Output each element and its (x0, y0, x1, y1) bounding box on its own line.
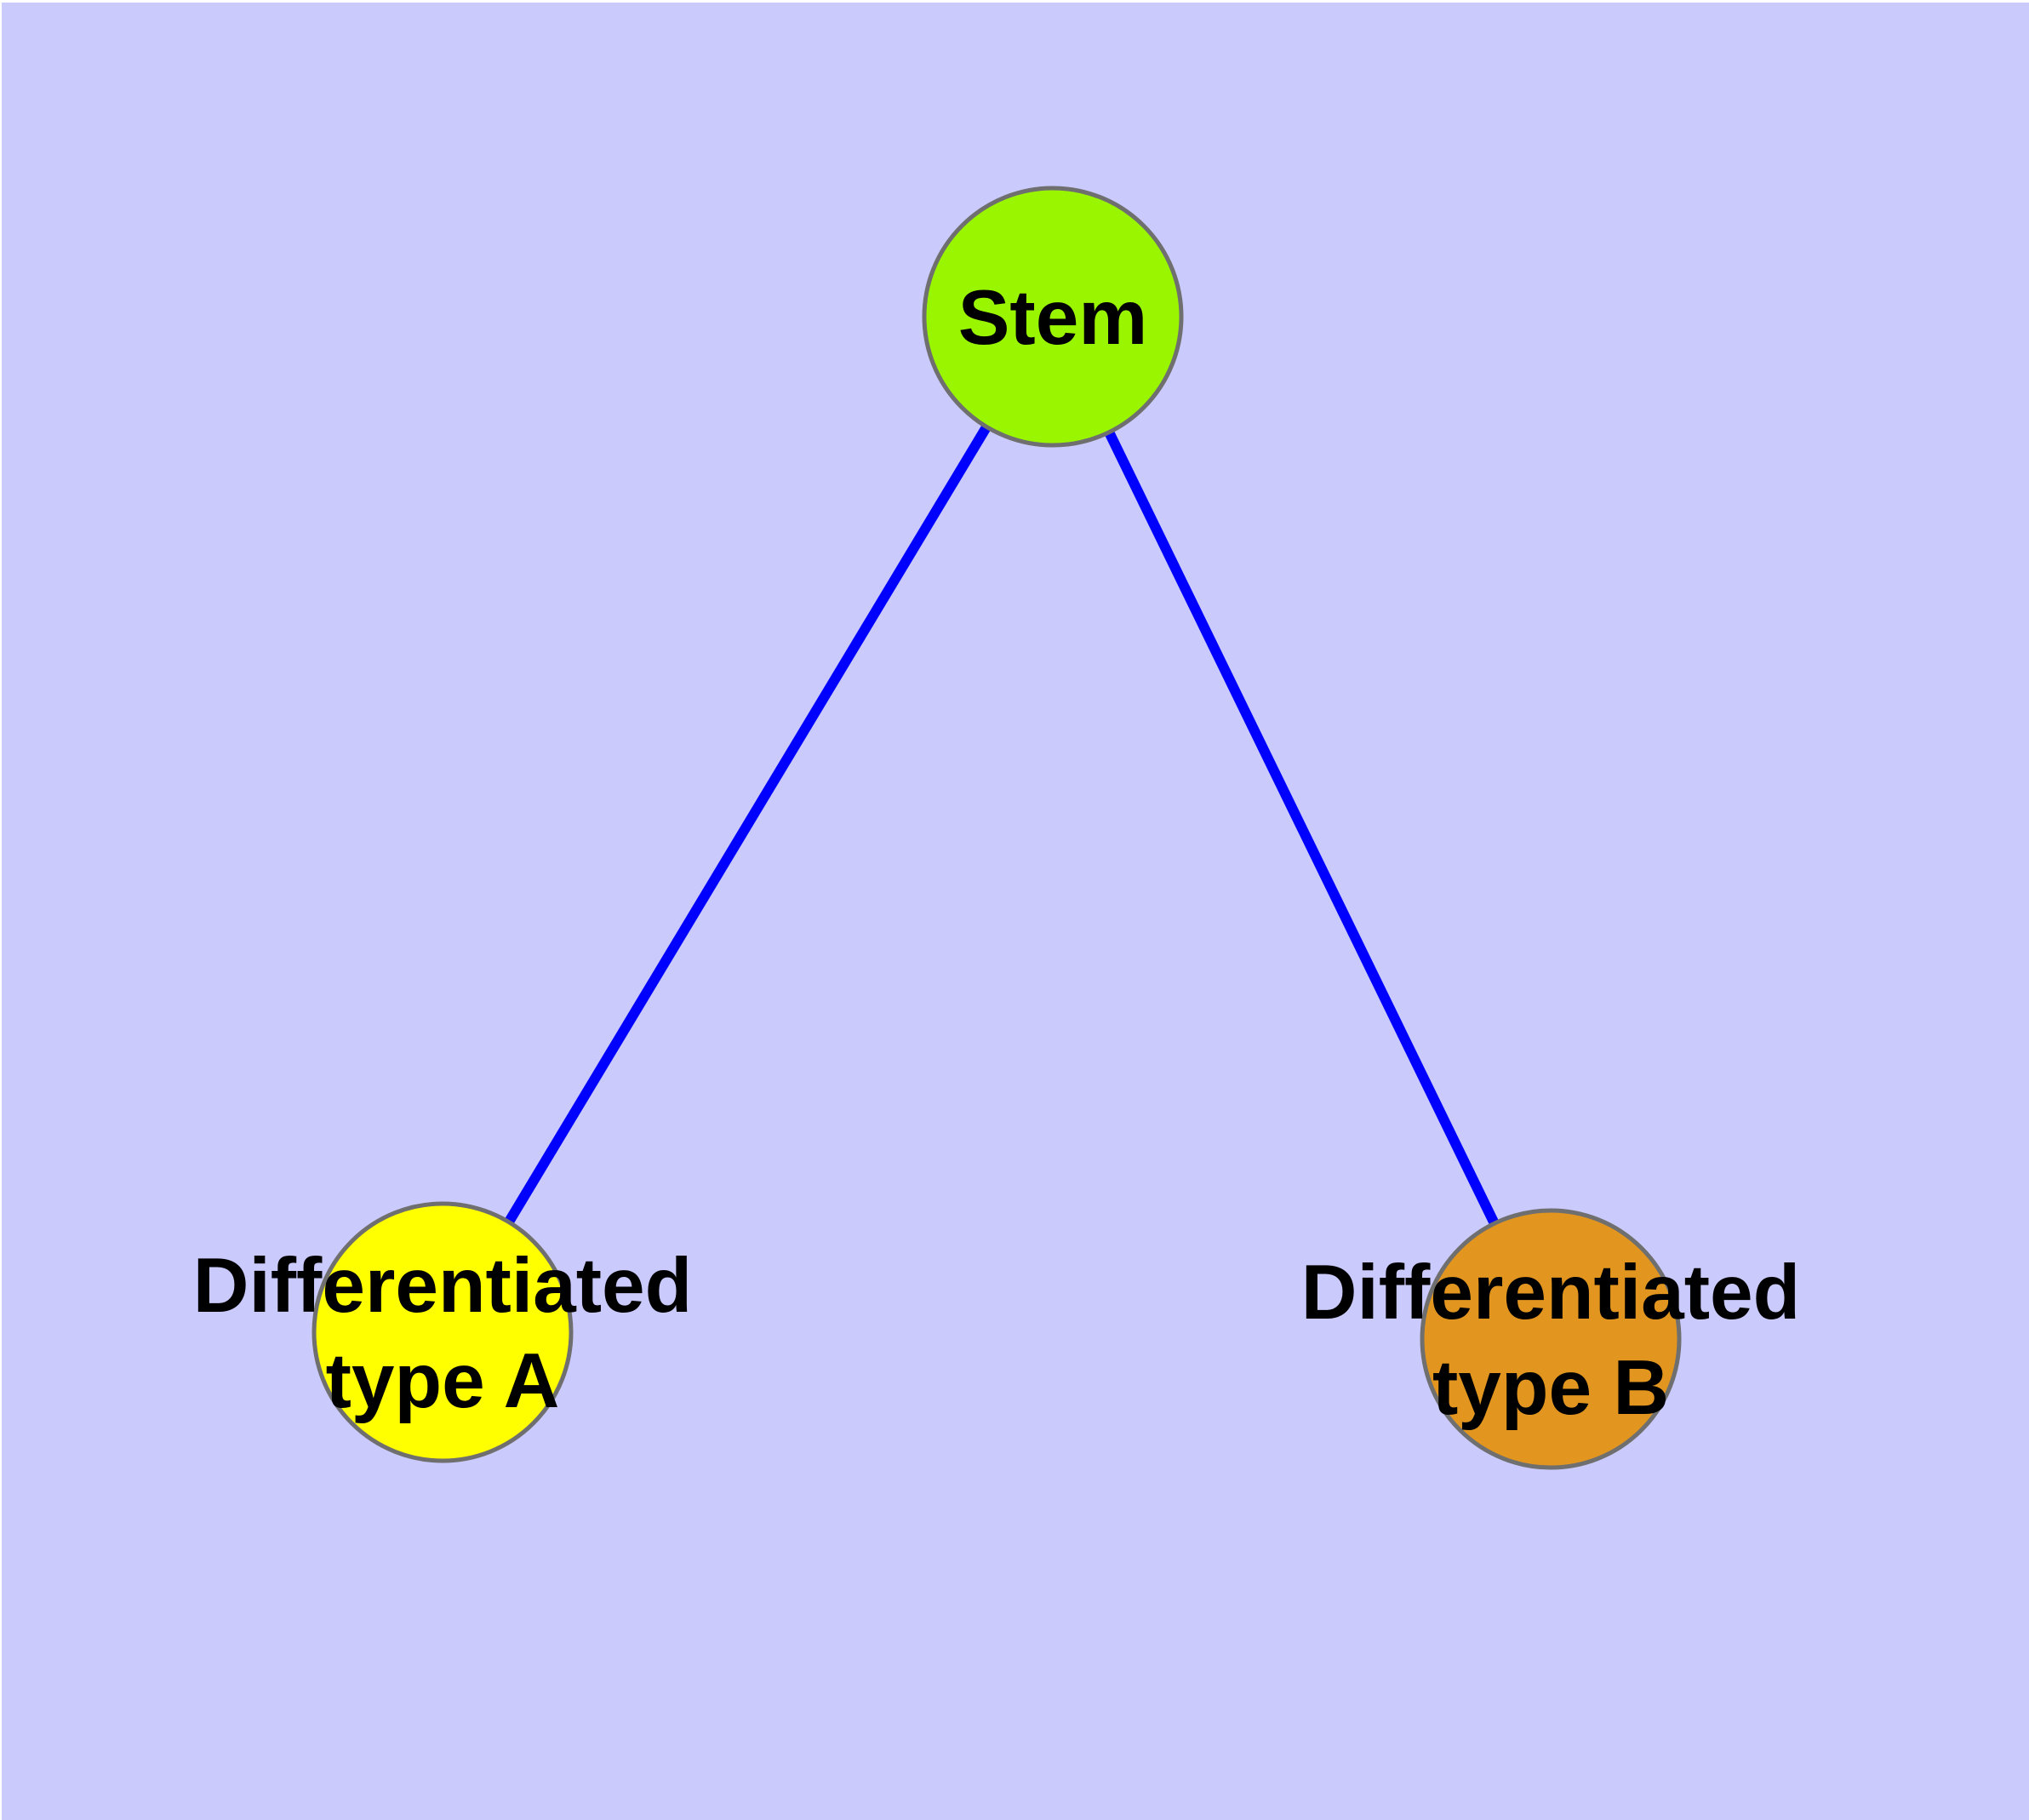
node-diff-b-circle (1420, 1208, 1682, 1470)
node-stem-circle (922, 186, 1184, 448)
node-diff-b-label-line-1: Differentiated (1301, 1250, 1801, 1336)
edge-stem-to-diff-b (1048, 314, 1556, 1342)
node-stem-label-line-1: Stem (958, 275, 1148, 361)
node-diff-b-label-line-2: type B (1432, 1345, 1669, 1431)
node-diff-b-label: Differentiated type B (1301, 1250, 1801, 1431)
node-diff-a-label-line-1: Differentiated (193, 1243, 693, 1329)
nodes-layer (311, 186, 1682, 1470)
edges-layer (437, 313, 1556, 1342)
node-diff-a-circle (311, 1201, 574, 1463)
node-stem-label: Stem (958, 275, 1148, 361)
node-diff-a-label: Differentiated type A (193, 1243, 693, 1424)
edge-stem-to-diff-a (437, 313, 1058, 1336)
node-diff-a-label-line-2: type A (326, 1338, 560, 1424)
